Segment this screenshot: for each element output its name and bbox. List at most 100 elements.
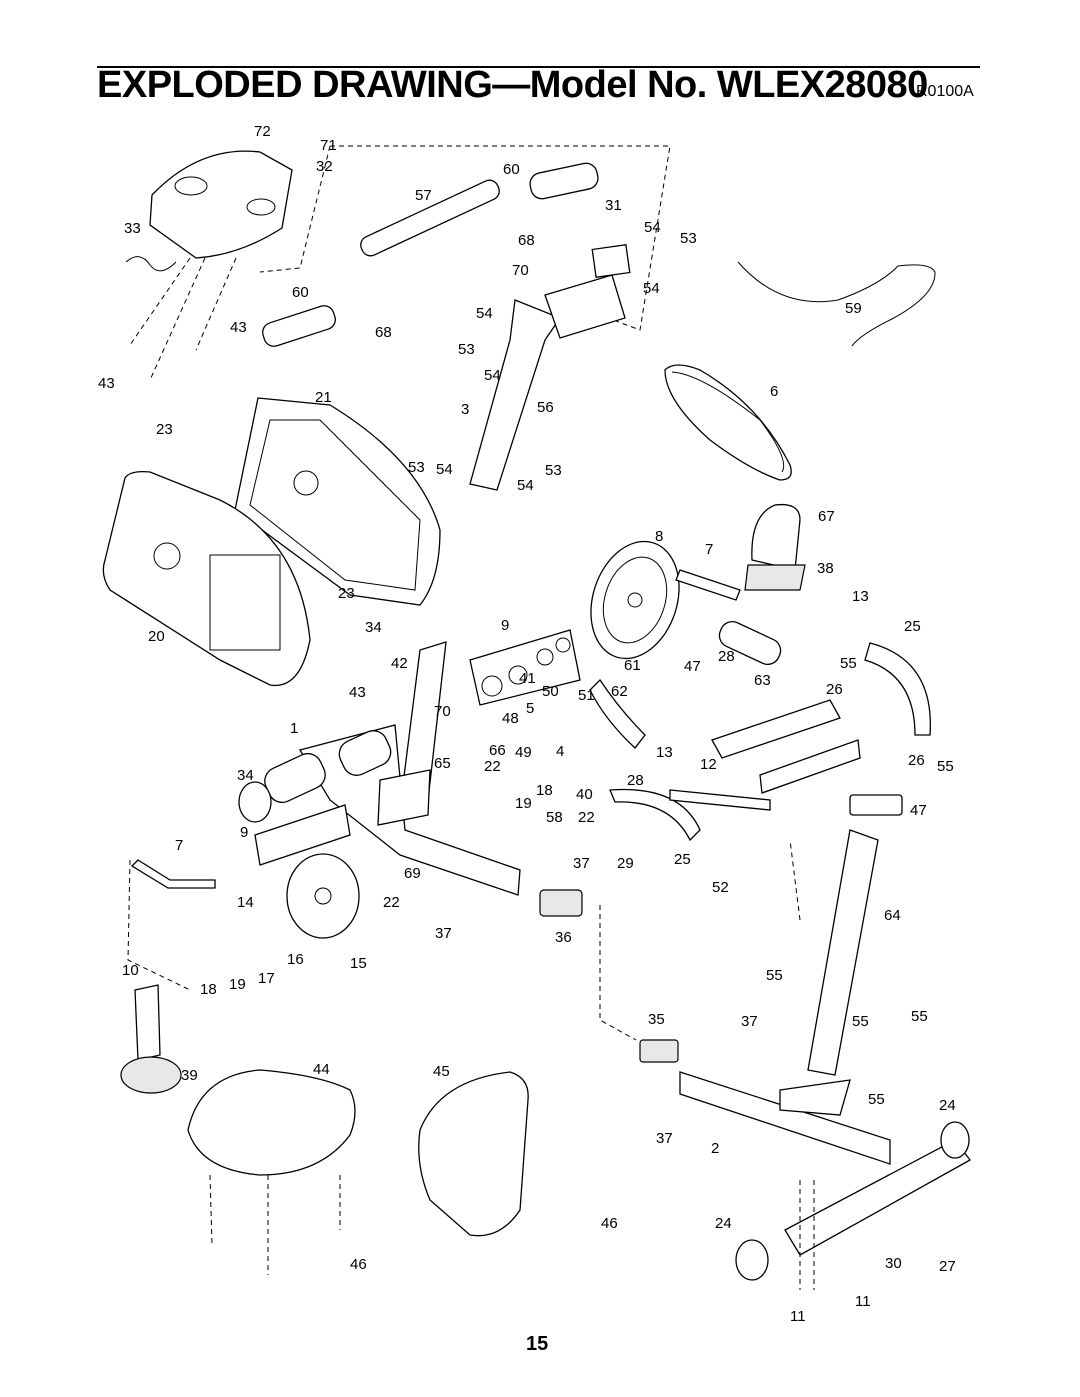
callout-19: 19 [515,795,532,812]
callout-38: 38 [817,560,834,577]
callout-58: 58 [546,809,563,826]
callout-32: 32 [316,158,333,175]
callout-25: 25 [904,618,921,635]
callout-71: 71 [320,137,337,154]
callout-28: 28 [627,772,644,789]
pulse-wire [737,261,936,347]
callout-70: 70 [512,262,529,279]
callout-11: 11 [790,1308,806,1325]
callout-35: 35 [648,1011,665,1028]
callout-31: 31 [605,197,622,214]
callout-46: 46 [601,1215,618,1232]
pulse-sensor-housing [591,244,631,278]
callout-30: 30 [885,1255,902,1272]
wheel [286,853,360,939]
battery-pack [262,305,336,347]
callout-72: 72 [254,123,271,140]
callout-45: 45 [433,1063,450,1080]
callout-54: 54 [644,219,661,236]
drive-belt [664,364,792,481]
callout-18: 18 [200,981,217,998]
callout-55: 55 [766,967,783,984]
callout-54: 54 [476,305,493,322]
callout-53: 53 [458,341,475,358]
stabilizer [784,1139,971,1256]
left-shroud [102,470,311,687]
callout-21: 21 [315,389,332,406]
callout-4: 4 [556,743,564,760]
callout-49: 49 [515,744,532,761]
callout-13: 13 [656,744,673,761]
callout-25: 25 [674,851,691,868]
callout-14: 14 [237,894,254,911]
seat-post [807,829,879,1076]
pedal [744,564,806,591]
callout-54: 54 [484,367,501,384]
callout-15: 15 [350,955,367,972]
callout-9: 9 [501,617,509,634]
callout-22: 22 [484,758,501,775]
right-shroud [234,397,441,606]
callout-34: 34 [365,619,382,636]
callout-69: 69 [404,865,421,882]
callout-6: 6 [770,383,778,400]
callout-37: 37 [435,925,452,942]
callout-65: 65 [434,755,451,772]
callout-23: 23 [338,585,355,602]
callout-29: 29 [617,855,634,872]
callout-11: 11 [855,1293,871,1310]
callout-59: 59 [845,300,862,317]
callout-66: 66 [489,742,506,759]
backrest [418,1071,529,1237]
callout-37: 37 [741,1013,758,1030]
callout-47: 47 [910,802,927,819]
callout-68: 68 [518,232,535,249]
callout-26: 26 [908,752,925,769]
callout-54: 54 [436,461,453,478]
callout-26: 26 [826,681,843,698]
callout-60: 60 [503,161,520,178]
callout-20: 20 [148,628,165,645]
callout-41: 41 [519,670,536,687]
callout-7: 7 [175,837,183,854]
callout-40: 40 [576,786,593,803]
callout-44: 44 [313,1061,330,1078]
callout-33: 33 [124,220,141,237]
magnet-assembly [469,629,581,706]
callout-47: 47 [684,658,701,675]
callout-37: 37 [656,1130,673,1147]
callout-48: 48 [502,710,519,727]
callout-55: 55 [868,1091,885,1108]
callout-24: 24 [715,1215,732,1232]
callout-27: 27 [939,1258,956,1275]
callout-13: 13 [852,588,869,605]
callout-16: 16 [287,951,304,968]
callout-54: 54 [517,477,534,494]
callout-43: 43 [230,319,247,336]
callout-51: 51 [578,687,595,704]
callout-28: 28 [718,648,735,665]
tension-strap [589,678,646,749]
callout-70: 70 [434,703,451,720]
callout-46: 46 [350,1256,367,1273]
callout-61: 61 [624,657,641,674]
callout-1: 1 [290,720,298,737]
callout-53: 53 [408,459,425,476]
callout-62: 62 [611,683,628,700]
page-number: 15 [526,1333,549,1355]
callout-53: 53 [680,230,697,247]
callout-10: 10 [122,962,139,979]
callout-55: 55 [937,758,954,775]
callout-36: 36 [555,929,572,946]
callout-18: 18 [536,782,553,799]
callout-55: 55 [852,1013,869,1030]
callout-37: 37 [573,855,590,872]
callout-12: 12 [700,756,717,773]
flywheel [590,540,680,660]
callout-56: 56 [537,399,554,416]
callout-23: 23 [156,421,173,438]
callout-3: 3 [461,401,469,418]
callout-labels: 72 71 32 33 43 43 60 57 68 60 68 31 54 5… [98,123,956,1325]
callout-67: 67 [818,508,835,525]
callout-17: 17 [258,970,275,987]
